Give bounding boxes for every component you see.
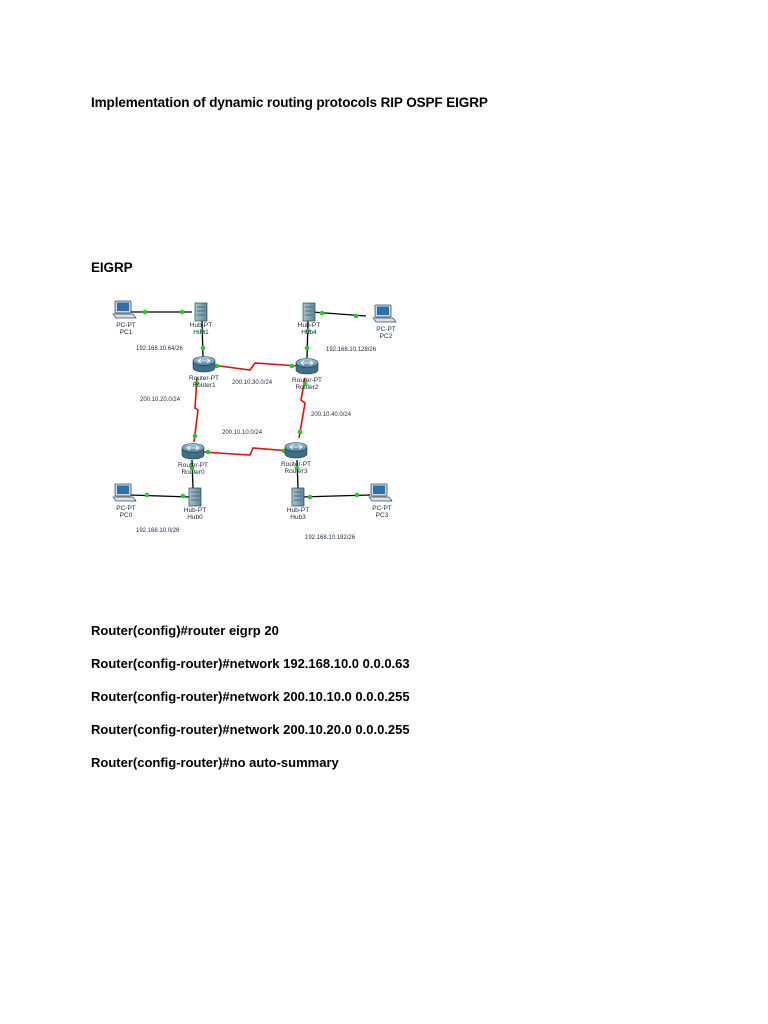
command-line: Router(config-router)#network 192.168.10…	[91, 656, 410, 671]
network-label-hub4: 192.168.10.128/26	[326, 347, 377, 353]
hub3-name: Hub3	[290, 514, 306, 521]
network-label-hub3: 192.168.10.192/26	[305, 535, 356, 541]
pc3-name: PC3	[376, 512, 389, 519]
hub1-type: Hub-PT	[190, 322, 212, 329]
hub-icon	[302, 302, 316, 322]
hub0-node[interactable]: Hub-PT Hub0	[184, 487, 206, 521]
pc2-type: PC-PT	[376, 326, 396, 333]
hub-icon	[194, 302, 208, 322]
router3-type: Router-PT	[281, 461, 311, 468]
network-label-hub1: 192.168.10.64/26	[136, 346, 183, 352]
pc-icon	[112, 483, 137, 502]
router-icon	[295, 358, 319, 375]
hub-icon	[291, 487, 305, 507]
hub4-type: Hub-PT	[298, 322, 320, 329]
section-heading: EIGRP	[91, 260, 133, 275]
link-status-indicators	[142, 309, 360, 500]
router-icon	[192, 356, 216, 373]
router-icon	[284, 442, 308, 459]
network-label-r1-r0: 200.10.20.0/24	[140, 397, 181, 403]
document-title: Implementation of dynamic routing protoc…	[91, 95, 488, 110]
hub1-node[interactable]: Hub-PT Hub1	[190, 302, 212, 336]
router1-node[interactable]: Router-PT Router1	[189, 356, 219, 390]
command-line: Router(config-router)#no auto-summary	[91, 755, 339, 770]
hub3-type: Hub-PT	[287, 507, 309, 514]
pc1-type: PC-PT	[116, 322, 136, 329]
hub0-type: Hub-PT	[184, 507, 206, 514]
network-label-r1-r2: 200.10.30.0/24	[232, 380, 273, 386]
router-icon	[181, 443, 205, 460]
pc-icon	[112, 300, 137, 319]
pc2-name: PC2	[380, 333, 393, 340]
router3-name: Router3	[284, 468, 308, 475]
router0-node[interactable]: Router-PT Router0	[178, 443, 208, 477]
command-line: Router(config-router)#network 200.10.10.…	[91, 689, 410, 704]
pc2-node[interactable]: PC-PT PC2	[372, 304, 397, 340]
pc0-name: PC0	[120, 512, 133, 519]
router0-type: Router-PT	[178, 462, 208, 469]
network-label-hub0: 192.168.10.0/26	[136, 528, 180, 534]
hub4-node[interactable]: Hub-PT Hub4	[298, 302, 320, 336]
router1-type: Router-PT	[189, 375, 219, 382]
pc1-name: PC1	[120, 329, 133, 336]
ethernet-links	[129, 311, 371, 498]
hub3-node[interactable]: Hub-PT Hub3	[287, 487, 309, 521]
router3-node[interactable]: Router-PT Router3	[281, 442, 311, 476]
pc0-type: PC-PT	[116, 505, 136, 512]
network-topology-diagram: PC-PT PC1 PC-PT PC2 PC-PT PC0 PC-PT PC3 …	[112, 300, 397, 541]
hub0-name: Hub0	[187, 514, 203, 521]
hub4-name: Hub4	[301, 329, 317, 336]
pc-icon	[372, 304, 397, 323]
router1-name: Router1	[192, 382, 216, 389]
pc0-node[interactable]: PC-PT PC0	[112, 483, 137, 519]
pc3-node[interactable]: PC-PT PC3	[368, 483, 393, 519]
pc3-type: PC-PT	[372, 505, 392, 512]
router2-type: Router-PT	[292, 377, 322, 384]
pc1-node[interactable]: PC-PT PC1	[112, 300, 137, 336]
command-line: Router(config)#router eigrp 20	[91, 623, 279, 638]
hub-icon	[188, 487, 202, 507]
pc-icon	[368, 483, 393, 502]
serial-links	[193, 362, 306, 456]
router2-node[interactable]: Router-PT Router2	[292, 358, 322, 392]
hub1-name: Hub1	[193, 329, 209, 336]
command-line: Router(config-router)#network 200.10.20.…	[91, 722, 410, 737]
router2-name: Router2	[295, 384, 319, 391]
network-label-r0-r3: 200.10.10.0/24	[222, 430, 263, 436]
network-label-r2-r3: 200.10.40.0/24	[311, 412, 352, 418]
router0-name: Router0	[181, 469, 205, 476]
